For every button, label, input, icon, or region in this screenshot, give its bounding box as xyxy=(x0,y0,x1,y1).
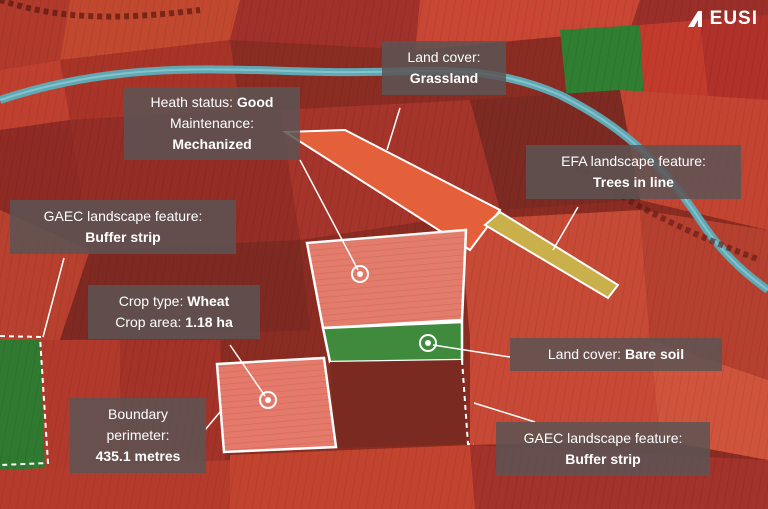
callout-crop-label2: Crop area: xyxy=(115,314,182,330)
leader-grassland xyxy=(386,107,401,151)
callout-health-label2: Maintenance: xyxy=(169,115,255,131)
callout-grassland-value: Grassland xyxy=(409,70,479,86)
callout-efa-label: EFA landscape feature: xyxy=(561,153,706,169)
callout-boundary-value: 435.1 metres xyxy=(95,448,181,464)
callout-boundary-line1: Boundary xyxy=(108,406,168,422)
callout-bare-soil: Land cover: Bare soil xyxy=(510,338,722,371)
leader-boundary xyxy=(204,411,221,431)
leader-gaec-left xyxy=(42,257,65,338)
callout-bare-soil-label: Land cover: xyxy=(547,346,622,362)
callout-gaec-left: GAEC landscape feature: Buffer strip xyxy=(10,200,236,254)
callout-crop-label1: Crop type: xyxy=(118,293,184,309)
leader-health xyxy=(299,159,359,271)
buffer-strip-right xyxy=(461,359,474,445)
callout-crop-value1: Wheat xyxy=(187,293,230,309)
callout-efa-value: Trees in line xyxy=(593,174,674,190)
field-marker-bare-soil xyxy=(419,334,437,352)
callout-gaec-left-label: GAEC landscape feature: xyxy=(43,208,203,224)
callout-efa: EFA landscape feature: Trees in line xyxy=(526,145,741,199)
brand-name: EUSI xyxy=(709,8,758,29)
trees-in-line-strip xyxy=(483,210,620,300)
eusi-logo: EUSI xyxy=(687,8,758,30)
callout-boundary-line2: perimeter: xyxy=(106,427,170,443)
callout-crop-value2: 1.18 ha xyxy=(185,314,233,330)
callout-health-value2: Mechanized xyxy=(172,136,252,152)
eusi-logo-icon xyxy=(687,11,702,27)
callout-health: Heath status: Good Maintenance: Mechaniz… xyxy=(124,87,300,160)
field-bare-soil xyxy=(321,320,464,364)
field-marker-wheat-top xyxy=(351,265,369,283)
callout-gaec-right-value: Buffer strip xyxy=(565,451,641,467)
buffer-strip-left xyxy=(0,335,50,466)
leader-efa xyxy=(552,206,579,251)
field-marker-wheat xyxy=(259,391,277,409)
field-dark xyxy=(330,360,468,448)
leader-gaec-right xyxy=(473,402,536,423)
leader-crop xyxy=(229,344,266,397)
grassland-strip xyxy=(281,128,502,252)
callout-boundary: Boundary perimeter: 435.1 metres xyxy=(70,398,206,473)
callout-bare-soil-value: Bare soil xyxy=(624,346,685,362)
leader-bare-soil xyxy=(432,344,511,358)
callout-grassland-label: Land cover: xyxy=(407,49,481,65)
callout-gaec-left-value: Buffer strip xyxy=(85,229,161,245)
callout-gaec-right-label: GAEC landscape feature: xyxy=(523,430,683,446)
callout-gaec-right: GAEC landscape feature: Buffer strip xyxy=(496,422,710,476)
callout-grassland: Land cover: Grassland xyxy=(382,41,506,95)
callout-crop: Crop type: Wheat Crop area: 1.18 ha xyxy=(88,285,260,339)
callout-health-label1: Heath status: xyxy=(150,94,234,110)
callout-health-value1: Good xyxy=(236,94,274,110)
